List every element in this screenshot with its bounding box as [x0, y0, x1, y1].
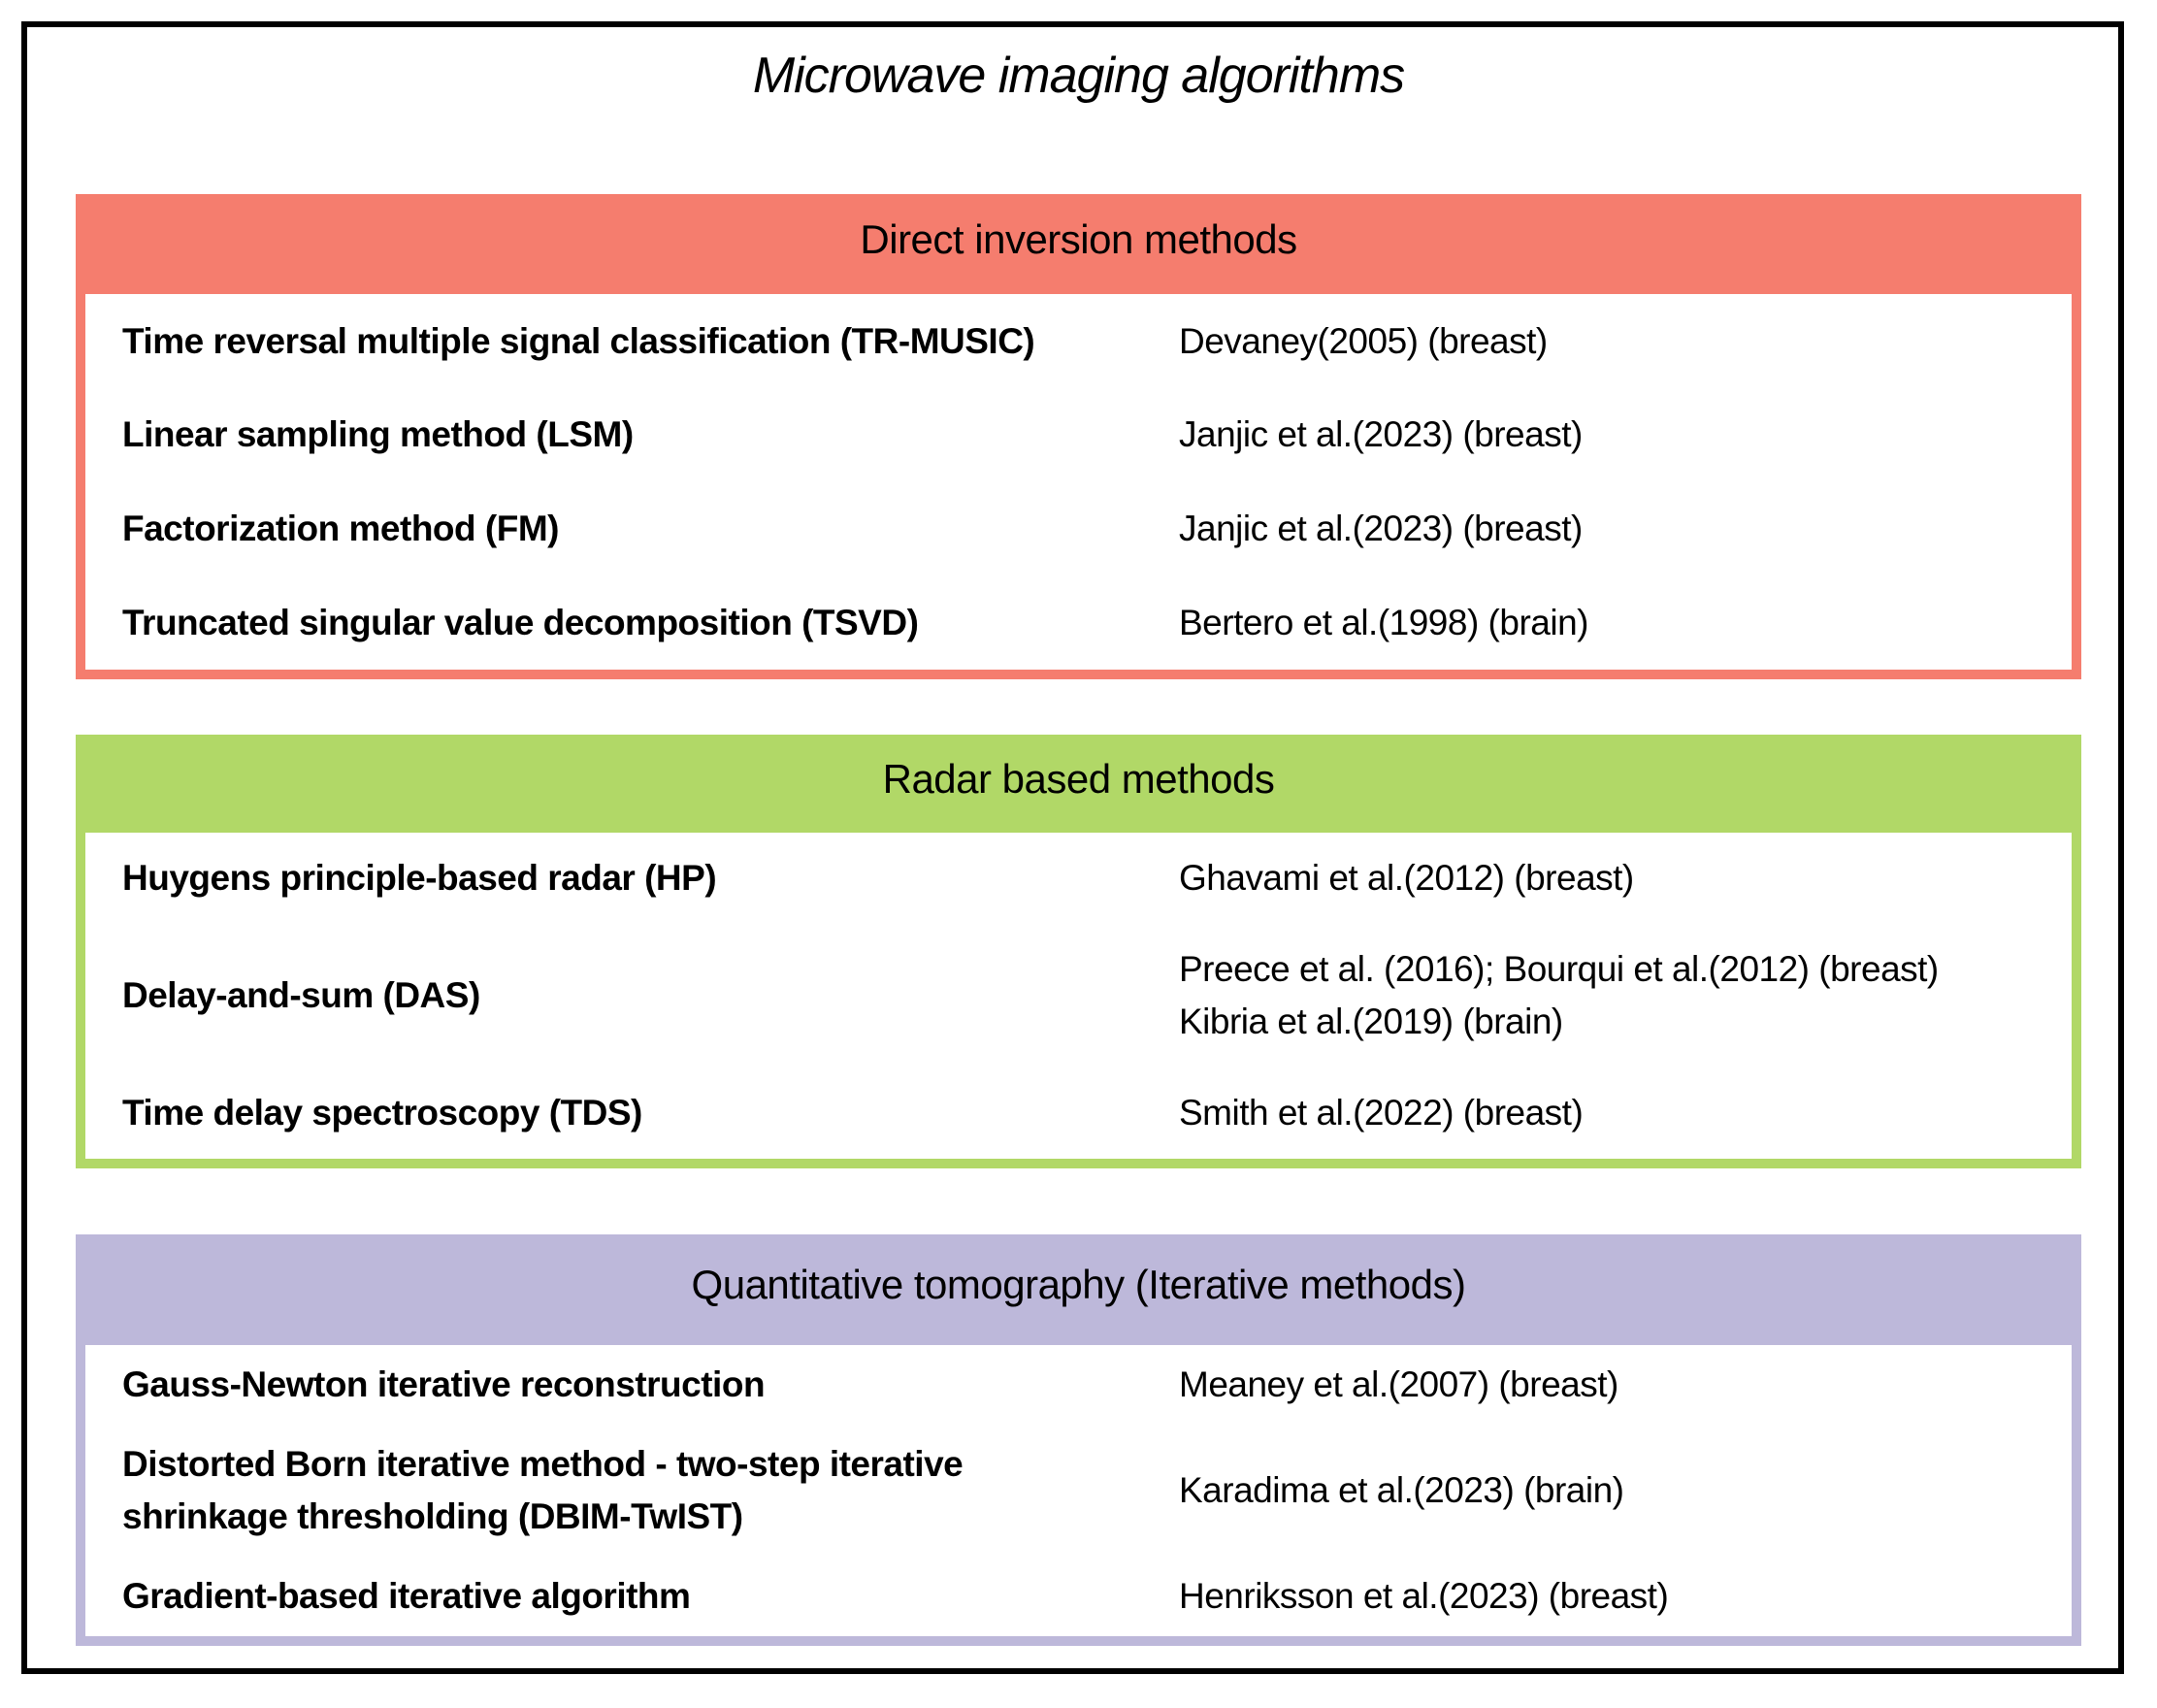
method-row: Distorted Born iterative method - two-st…: [85, 1438, 2072, 1542]
method-name: Factorization method (FM): [122, 509, 559, 549]
section-header-radar-based: Radar based methods: [76, 735, 2081, 823]
method-reference: Smith et al.(2022) (breast): [1179, 1093, 1584, 1133]
section-direct-inversion: Direct inversion methods Time reversal m…: [76, 194, 2081, 679]
method-reference: Bertero et al.(1998) (brain): [1179, 602, 1588, 642]
method-row: Time delay spectroscopy (TDS) Smith et a…: [85, 1087, 2072, 1139]
method-name: Time reversal multiple signal classifica…: [122, 320, 1035, 361]
method-name: Huygens principle-based radar (HP): [122, 858, 717, 899]
section-body-quantitative-tomography: Gauss-Newton iterative reconstruction Me…: [76, 1335, 2081, 1646]
method-name: Distorted Born iterative method - two-st…: [122, 1444, 964, 1536]
method-name: Truncated singular value decomposition (…: [122, 602, 919, 642]
method-row: Gauss-Newton iterative reconstruction Me…: [85, 1359, 2072, 1411]
section-body-direct-inversion: Time reversal multiple signal classifica…: [76, 284, 2081, 679]
method-row: Linear sampling method (LSM) Janjic et a…: [85, 409, 2072, 461]
section-quantitative-tomography: Quantitative tomography (Iterative metho…: [76, 1234, 2081, 1646]
method-row: Delay-and-sum (DAS) Preece et al. (2016)…: [85, 943, 2072, 1047]
method-name: Time delay spectroscopy (TDS): [122, 1093, 642, 1133]
figure-border: [21, 21, 2124, 1674]
method-name: Gauss-Newton iterative reconstruction: [122, 1364, 766, 1405]
section-body-radar-based: Huygens principle-based radar (HP) Ghava…: [76, 823, 2081, 1168]
method-row: Truncated singular value decomposition (…: [85, 597, 2072, 649]
method-reference: Henriksson et al.(2023) (breast): [1179, 1576, 1669, 1617]
method-reference: Janjic et al.(2023) (breast): [1179, 509, 1583, 549]
figure-title: Microwave imaging algorithms: [752, 48, 1405, 104]
section-header-direct-inversion: Direct inversion methods: [76, 194, 2081, 284]
method-reference: Ghavami et al.(2012) (breast): [1179, 858, 1634, 899]
method-reference: Meaney et al.(2007) (breast): [1179, 1364, 1618, 1405]
method-reference: Preece et al. (2016); Bourqui et al.(201…: [1179, 949, 1939, 1041]
method-name: Linear sampling method (LSM): [122, 414, 634, 455]
section-radar-based: Radar based methods Huygens principle-ba…: [76, 735, 2081, 1168]
method-row: Time reversal multiple signal classifica…: [85, 315, 2072, 368]
method-name: Delay-and-sum (DAS): [122, 975, 480, 1016]
method-name: Gradient-based iterative algorithm: [122, 1576, 691, 1617]
method-reference: Karadima et al.(2023) (brain): [1179, 1470, 1624, 1511]
method-row: Factorization method (FM) Janjic et al.(…: [85, 503, 2072, 555]
section-header-quantitative-tomography: Quantitative tomography (Iterative metho…: [76, 1234, 2081, 1335]
method-row: Huygens principle-based radar (HP) Ghava…: [85, 852, 2072, 904]
method-reference: Janjic et al.(2023) (breast): [1179, 414, 1583, 455]
method-reference: Devaney(2005) (breast): [1179, 320, 1548, 361]
method-row: Gradient-based iterative algorithm Henri…: [85, 1570, 2072, 1623]
